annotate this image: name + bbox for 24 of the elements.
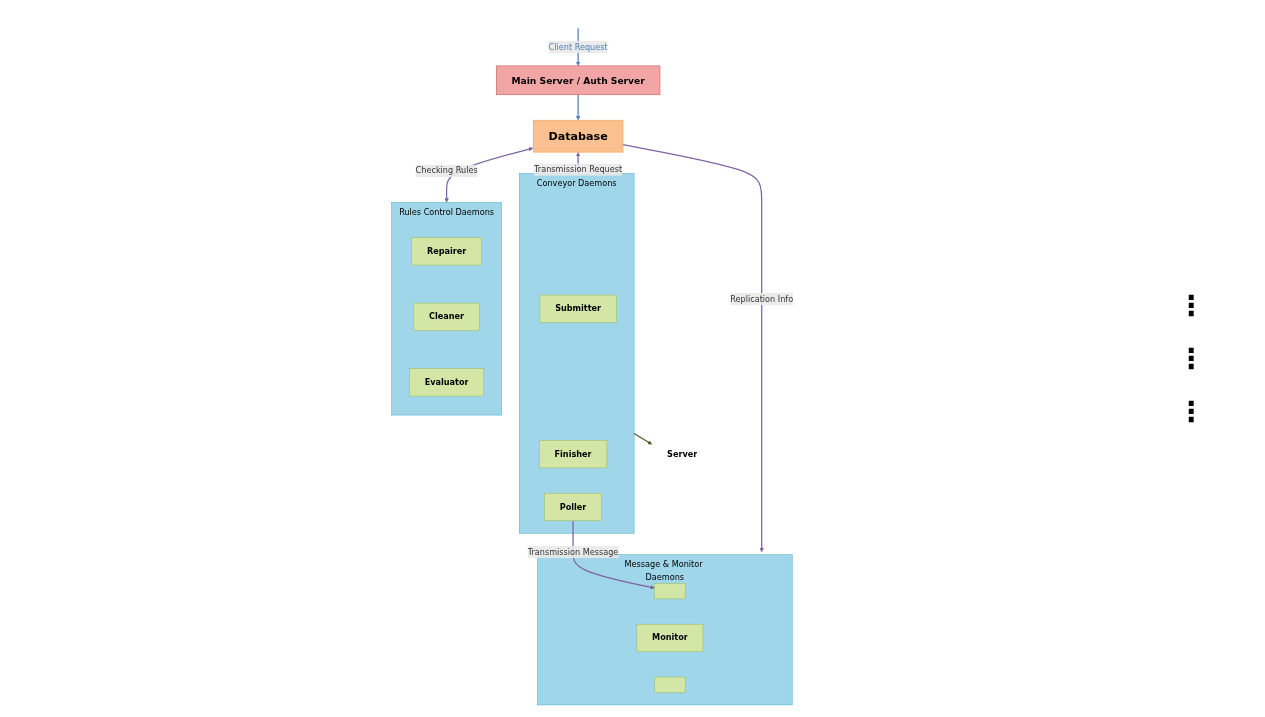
edge-label: Client Request [548,41,608,52]
node-box: Evaluator [409,367,485,396]
ellipsis-text: ⋮ [1177,342,1206,375]
node-box: Main Server / Auth Server [496,65,661,95]
edge-label: Transmission Request [534,164,623,174]
node-box: Monitor [636,623,704,652]
arrow [633,432,653,444]
arrow [622,143,764,552]
node-box: Repairer [411,236,482,265]
node-text: Server [667,448,698,459]
node-box: Submitter [539,294,617,323]
arrow [572,519,655,589]
ellipsis-text: ⋮ [1177,289,1206,322]
edge-label: Checking Rules [415,165,478,175]
ellipsis-text: ⋮ [1177,395,1206,428]
node-box [654,582,686,599]
node-box [654,676,686,692]
edge-label: Replication Info [730,293,794,304]
node-box: Cleaner [413,302,480,331]
node-box: Poller [544,492,602,521]
edge-label: Transmission Message [527,546,619,557]
node-box: Database [532,119,624,152]
node-box: Finisher [539,439,608,468]
arrow [575,93,581,120]
